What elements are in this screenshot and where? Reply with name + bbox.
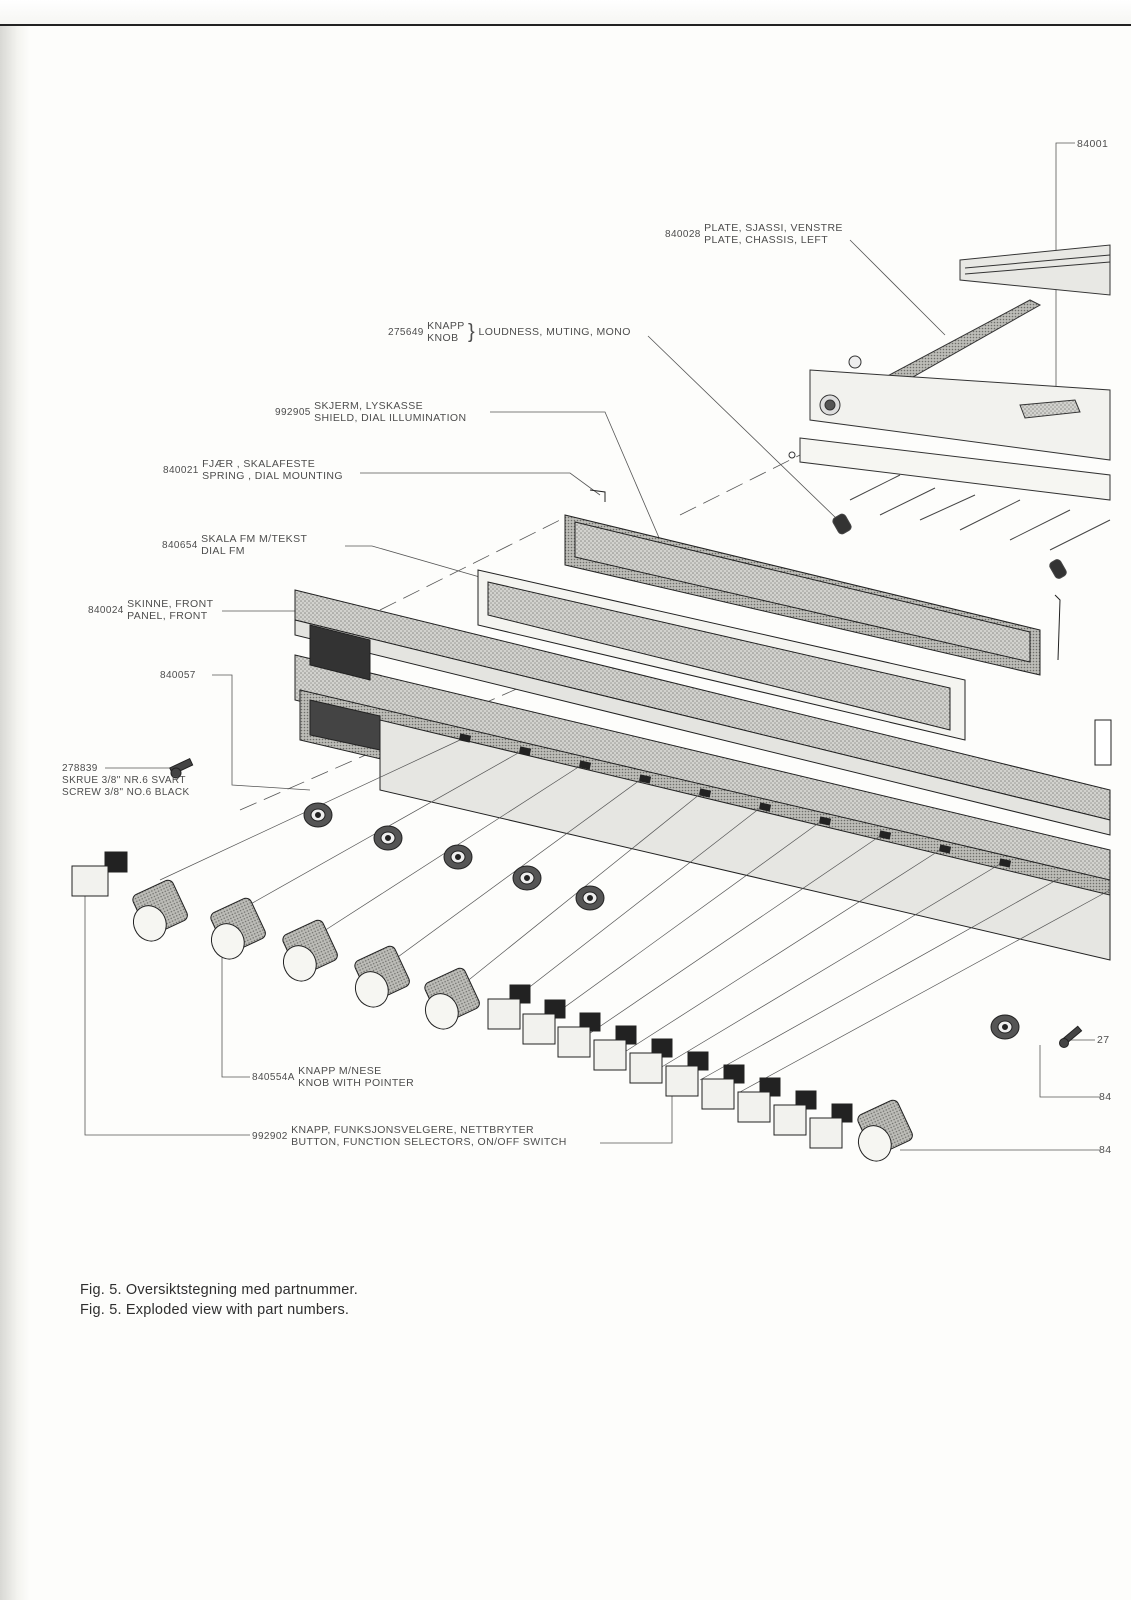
dial-illumination-shield [564, 489, 1061, 676]
label-278839: 278839 SKRUE 3/8" NR.6 SVART SCREW 3/8" … [62, 763, 190, 799]
push-buttons [71, 851, 853, 1149]
part-number: 275649 [388, 326, 424, 338]
leader-840028 [849, 239, 946, 336]
label-84-number-b: 84 [1099, 1144, 1112, 1156]
part-number: 840028 [665, 228, 701, 240]
part-number: 840024 [88, 604, 124, 616]
label-84001-number: 84001 [1077, 138, 1109, 150]
leader-840057 [212, 674, 311, 791]
caption-english: Fig. 5. Exploded view with part numbers. [80, 1302, 350, 1318]
part-name-en: SPRING , DIAL MOUNTING [202, 470, 343, 482]
label-27-number: 27 [1097, 1034, 1110, 1046]
leader-992902-left [84, 895, 250, 1136]
part-number: 840654 [162, 539, 198, 551]
label-992902: 992902 KNAPP, FUNKSJONSVELGERE, NETTBRYT… [252, 1124, 567, 1148]
leader-275649 [647, 335, 839, 521]
part-name-no: KNAPP [427, 320, 465, 332]
part-name-no: SKINNE, FRONT [127, 598, 214, 610]
fm-dial [477, 569, 966, 741]
part-name-en: PLATE, CHASSIS, LEFT [704, 234, 829, 246]
part-number: 840057 [160, 670, 196, 681]
leader-84001 [1055, 142, 1075, 400]
leader-840654 [345, 545, 491, 581]
caption-norwegian: Fig. 5. Oversiktstegning med partnummer. [80, 1282, 358, 1298]
page-top-edge [0, 0, 1131, 26]
part-name-en: BUTTON, FUNCTION SELECTORS, ON/OFF SWITC… [291, 1136, 567, 1148]
part-name-no: SKJERM, LYSKASSE [314, 400, 424, 412]
part-number: 278839 [62, 763, 98, 774]
leader-992902-right [600, 1095, 673, 1144]
part-number: 992902 [252, 1130, 288, 1142]
label-84-number-a: 84 [1099, 1091, 1112, 1103]
part-name-en: KNOB WITH POINTER [298, 1077, 415, 1089]
part-name-no: PLATE, SJASSI, VENSTRE [704, 222, 843, 234]
part-name-en: DIAL FM [201, 545, 245, 557]
leader-84-a [1039, 1045, 1100, 1098]
part-name-en: SHIELD, DIAL ILLUMINATION [314, 412, 467, 424]
part-name-en: SCREW 3/8" NO.6 BLACK [62, 787, 190, 798]
control-shafts [832, 474, 1111, 579]
chassis-plate-left [788, 244, 1111, 501]
part-name-no: FJÆR , SKALAFESTE [202, 458, 316, 470]
leader-992905 [490, 411, 661, 541]
leader-840021 [360, 472, 601, 496]
part-name-en: PANEL, FRONT [127, 610, 208, 622]
brace: } [468, 321, 476, 343]
part-name-no: SKALA FM M/TEKST [201, 533, 308, 545]
scan-edge [0, 0, 30, 1600]
leader-840554A [221, 935, 250, 1078]
label-840057: 840057 [160, 669, 196, 682]
part-name-no: KNAPP, FUNKSJONSVELGERE, NETTBRYTER [291, 1124, 535, 1136]
knob-adapters [303, 802, 1020, 1040]
screws [169, 757, 1083, 1048]
leader-lines [84, 142, 1100, 1151]
part-name-no: KNAPP M/NESE [298, 1065, 382, 1077]
part-number: 840021 [163, 464, 199, 476]
key-switch-strip [458, 733, 1012, 868]
part-name-en: KNOB [427, 332, 459, 344]
part-name-no: SKRUE 3/8" NR.6 SVART [62, 775, 186, 786]
large-knobs [132, 879, 913, 1162]
part-description: LOUDNESS, MUTING, MONO [478, 326, 631, 338]
part-number: 992905 [275, 406, 311, 418]
front-panel [294, 589, 1112, 961]
part-number: 840554A [252, 1071, 295, 1083]
